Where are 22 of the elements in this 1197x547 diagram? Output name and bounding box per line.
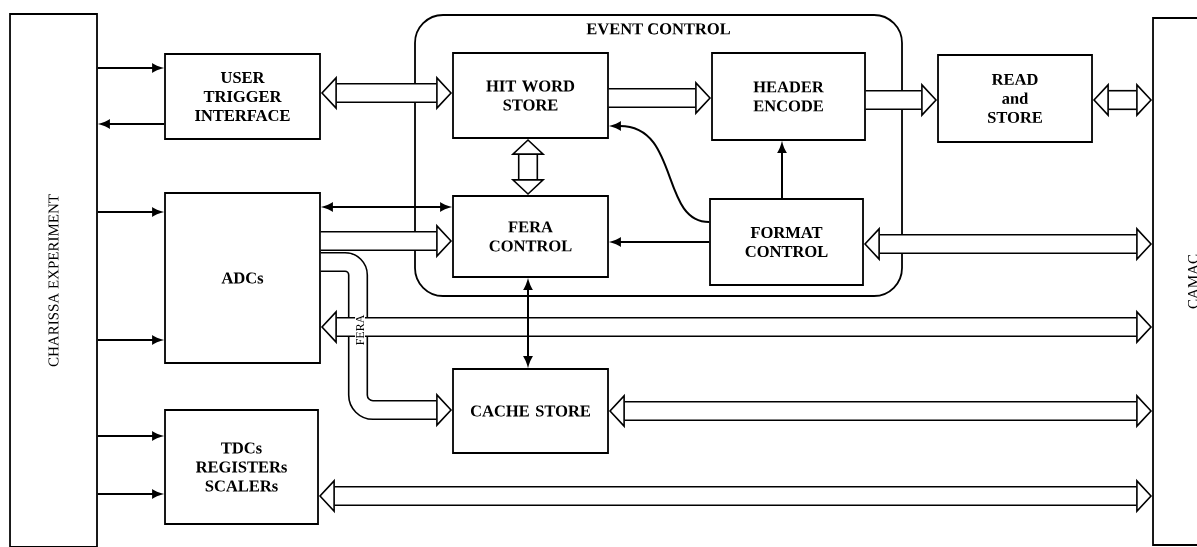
block-box: FERA CONTROL: [452, 195, 609, 278]
block-box: ADCs: [164, 192, 321, 364]
arrow: [777, 143, 787, 200]
arrow: [96, 63, 162, 73]
arrow: [611, 121, 711, 223]
arrow: [96, 431, 162, 441]
block-box: HIT WORD STORE: [452, 52, 609, 139]
edge-label: FERA: [355, 313, 365, 347]
block-box: USER TRIGGER INTERFACE: [164, 53, 321, 140]
block-box: HEADER ENCODE: [711, 52, 866, 141]
arrow: [96, 335, 162, 345]
block-box: CACHE STORE: [452, 368, 609, 454]
arrow: [96, 207, 162, 217]
block-box: FORMAT CONTROL: [709, 198, 864, 286]
block-box: TDCs REGISTERs SCALERs: [164, 409, 319, 525]
arrow: [523, 280, 533, 366]
block-box: READ and STORE: [937, 54, 1093, 143]
arrow: [323, 202, 450, 212]
side-panel: CHARISSA EXPERIMENT: [9, 13, 98, 547]
arrow: [100, 119, 166, 129]
arrow: [611, 237, 711, 247]
arrow: [96, 489, 162, 499]
